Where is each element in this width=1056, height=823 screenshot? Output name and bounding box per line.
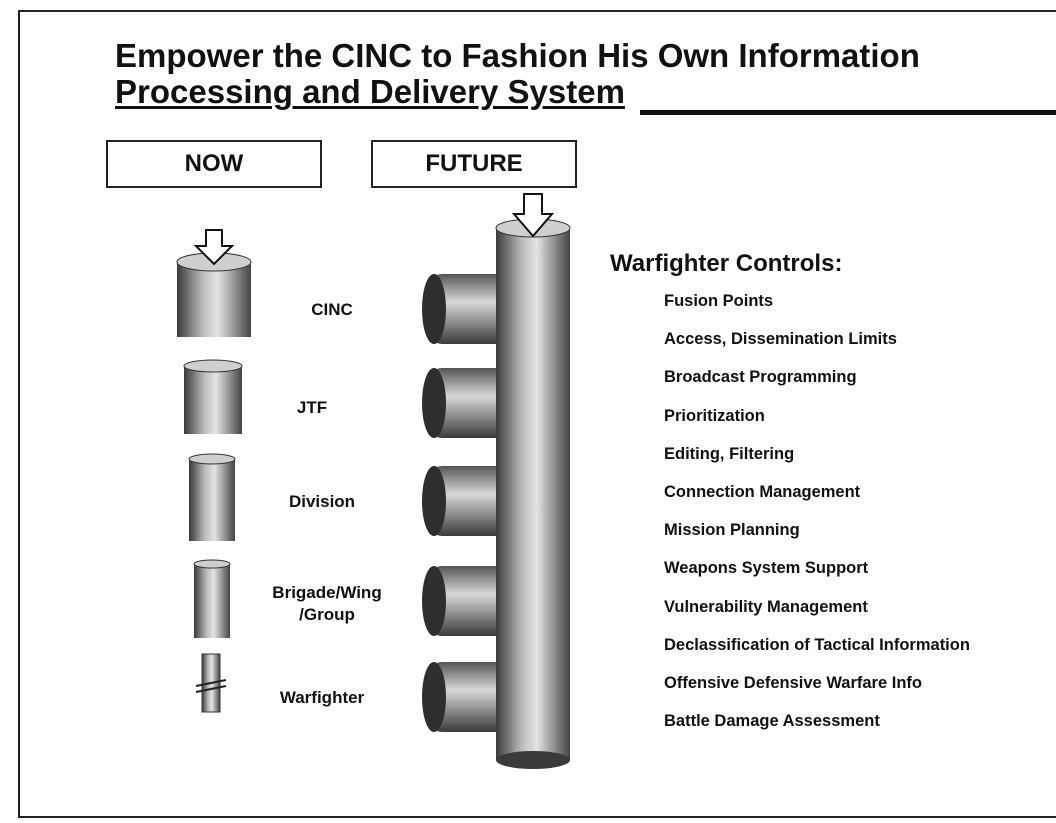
future-header: FUTURE	[371, 140, 577, 188]
future-pipe	[422, 218, 571, 769]
future-main-trunk	[495, 218, 571, 769]
level-label-brigade: Brigade/Wing /Group	[272, 583, 382, 624]
now-segment-jtf	[183, 359, 243, 434]
title-rule	[640, 110, 1056, 115]
list-item: Broadcast Programming	[664, 368, 857, 387]
now-pipe	[176, 252, 252, 713]
list-item: Prioritization	[664, 406, 765, 425]
list-item: Fusion Points	[664, 292, 774, 310]
slide-title: Empower the CINC to Fashion His Own Info…	[115, 38, 920, 110]
list-item: Mission Planning	[664, 521, 800, 540]
list-item: Access, Dissemination Limits	[664, 330, 897, 349]
list-item: Offensive Defensive Warfare Info	[664, 673, 922, 692]
now-segment-division	[188, 453, 236, 541]
list-item: Editing, Filtering	[664, 444, 795, 463]
controls-title: Warfighter Controls:	[610, 250, 843, 277]
now-segment-brigade	[193, 559, 231, 638]
now-header: NOW	[106, 140, 322, 188]
list-item: Vulnerability Management	[664, 597, 868, 616]
list-item: Connection Management	[664, 482, 861, 501]
title-line-1: Empower the CINC to Fashion His Own Info…	[115, 37, 920, 74]
now-segment-warfighter	[195, 653, 227, 713]
down-arrow-icon	[511, 193, 555, 238]
down-arrow-icon	[193, 229, 235, 266]
level-label-jtf: JTF	[296, 398, 328, 417]
controls-list: Fusion Points Access, Dissemination Limi…	[664, 290, 970, 748]
level-label-cinc: CINC	[311, 300, 353, 319]
list-item: Weapons System Support	[664, 559, 869, 578]
list-item: Battle Damage Assessment	[664, 712, 880, 731]
level-label-division: Division	[288, 492, 356, 511]
list-item: Declassification of Tactical Information	[664, 635, 970, 654]
slide-frame	[18, 10, 1056, 818]
level-label-warfighter: Warfighter	[279, 688, 365, 707]
title-line-2: Processing and Delivery System	[115, 73, 625, 110]
now-segment-cinc	[176, 252, 252, 337]
